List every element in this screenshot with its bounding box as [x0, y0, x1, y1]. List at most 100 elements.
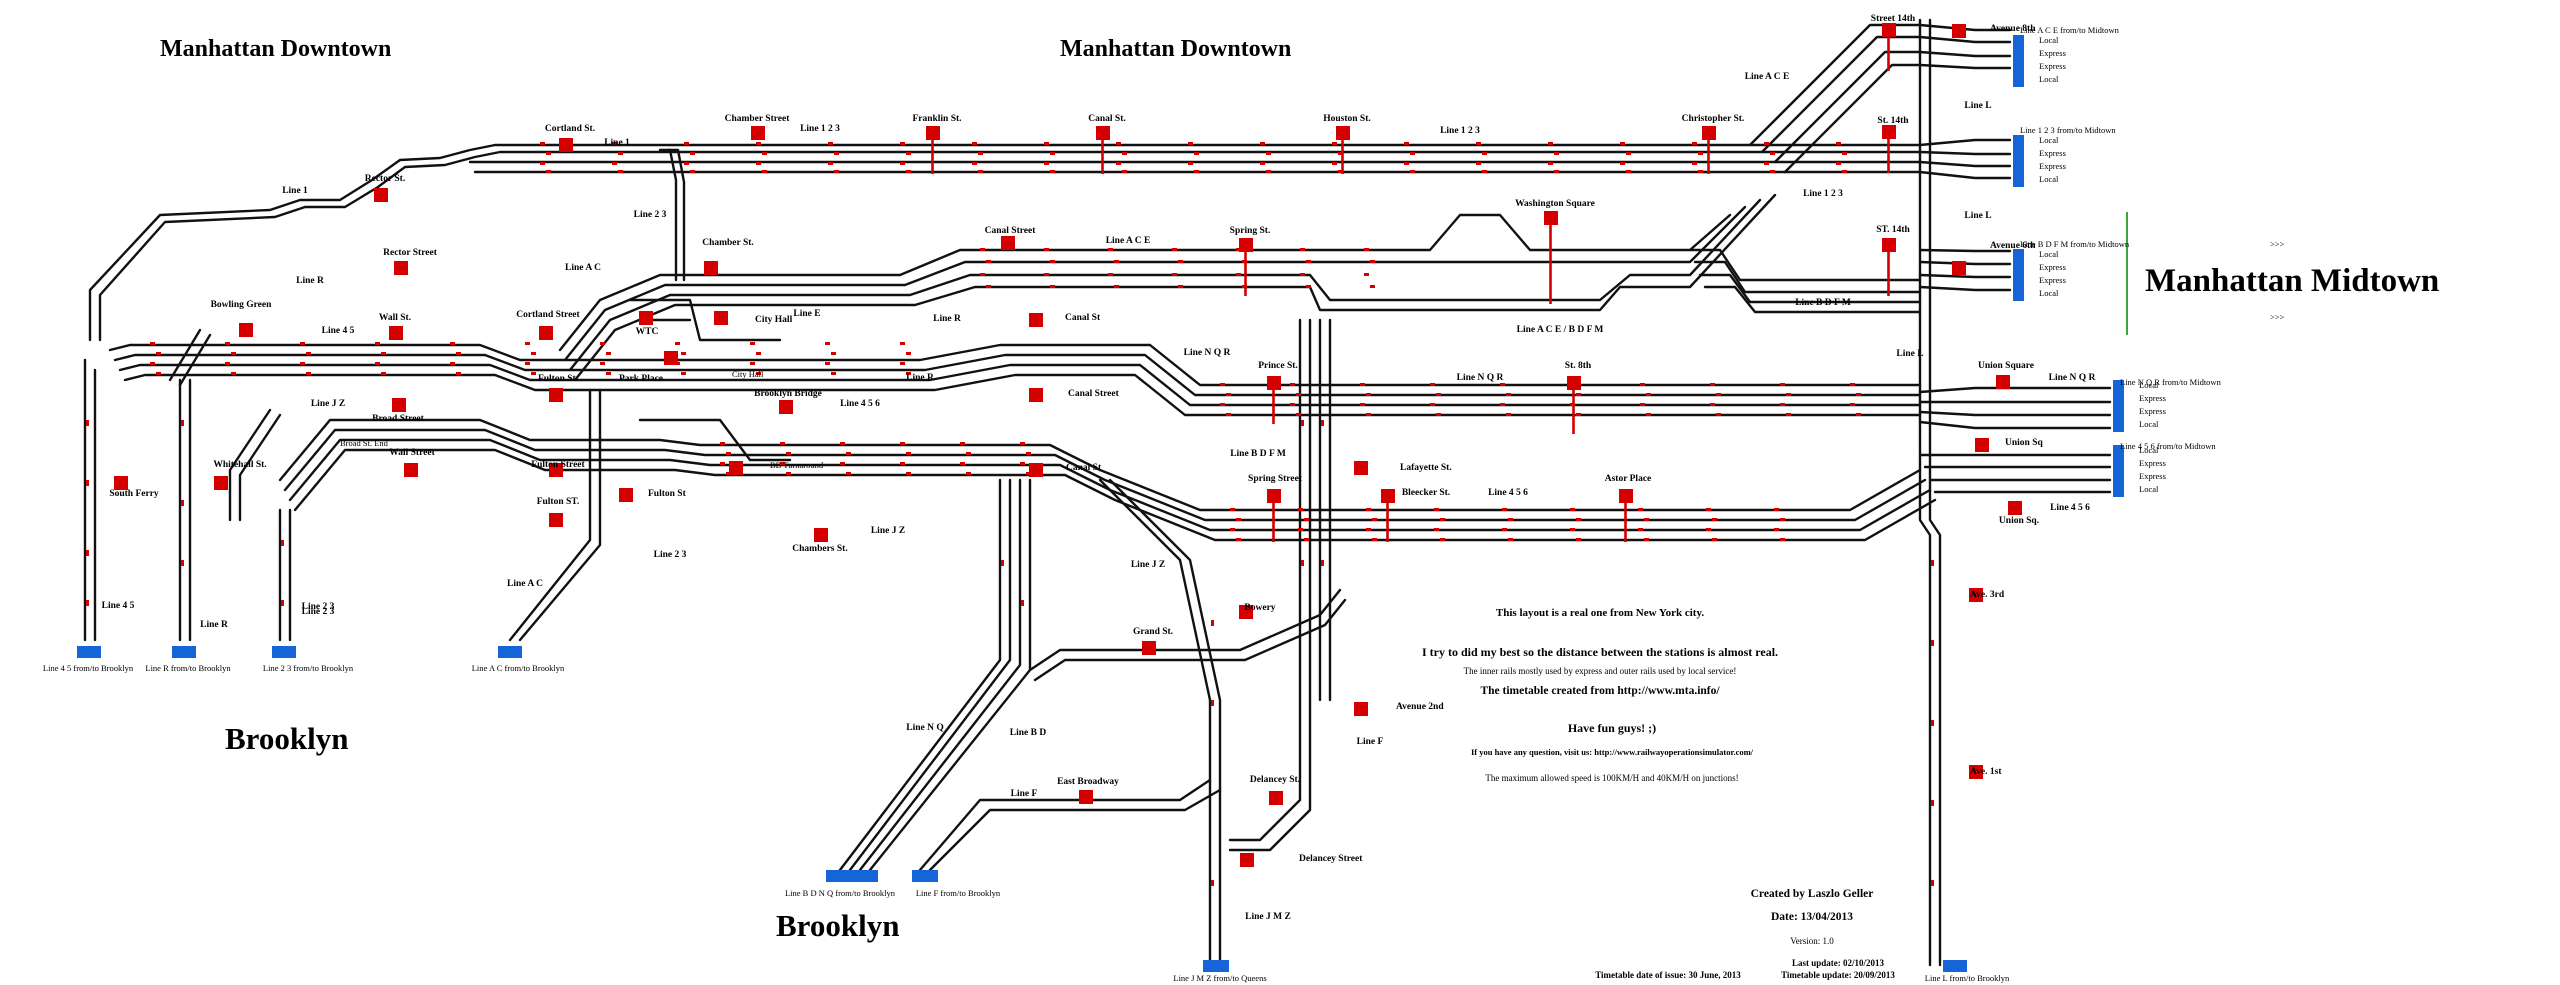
- station-marker[interactable]: [389, 326, 403, 340]
- station-marker[interactable]: [1001, 236, 1015, 250]
- station-marker[interactable]: [729, 461, 743, 475]
- station-avenue-6th[interactable]: Avenue 6th: [1952, 241, 2036, 275]
- station-street-14th-top[interactable]: Street 14th: [1871, 14, 1916, 71]
- station-marker[interactable]: [1952, 261, 1966, 275]
- terminal-t-bdnq[interactable]: Line B D N Q from/to Brooklyn: [785, 870, 896, 898]
- connector-block[interactable]: [2013, 35, 2024, 87]
- terminal-block[interactable]: [826, 870, 878, 882]
- terminal-t-23[interactable]: Line 2 3 from/to Brooklyn: [263, 646, 354, 673]
- station-rector-street[interactable]: Rector Street: [383, 248, 438, 275]
- station-whitehall-st[interactable]: Whitehall St.: [213, 460, 267, 490]
- station-city-hall-small[interactable]: City Hall: [732, 369, 764, 379]
- terminal-t-f[interactable]: Line F from/to Brooklyn: [912, 870, 1001, 898]
- station-marker[interactable]: [1354, 461, 1368, 475]
- station-canal-st-mid[interactable]: Canal St: [1029, 313, 1101, 327]
- station-christopher-st[interactable]: Christopher St.: [1682, 114, 1745, 174]
- station-chambers-st[interactable]: Chambers St.: [792, 528, 848, 554]
- terminal-t-jmz[interactable]: Line J M Z from/to Queens: [1173, 960, 1267, 983]
- connector-block[interactable]: [2113, 380, 2124, 432]
- terminal-block[interactable]: [77, 646, 101, 658]
- station-spring-street[interactable]: Spring Street: [1248, 474, 1303, 542]
- station-marker[interactable]: [214, 476, 228, 490]
- station-marker[interactable]: [404, 463, 418, 477]
- station-marker[interactable]: [1142, 641, 1156, 655]
- station-city-hall[interactable]: City Hall: [714, 311, 793, 325]
- station-canal-street-2[interactable]: Canal Street: [985, 226, 1037, 250]
- station-wall-st[interactable]: Wall St.: [379, 313, 411, 340]
- station-marker[interactable]: [114, 476, 128, 490]
- connector-block[interactable]: [2013, 249, 2024, 301]
- station-cortland-st[interactable]: Cortland St.: [545, 124, 595, 152]
- station-houston-st[interactable]: Houston St.: [1323, 114, 1371, 174]
- station-marker[interactable]: [751, 126, 765, 140]
- station-rector-st-1[interactable]: Rector St.: [365, 174, 405, 202]
- station-union-sq-dot[interactable]: Union Sq.: [1999, 501, 2039, 526]
- terminal-block[interactable]: [1203, 960, 1229, 972]
- station-marker[interactable]: [239, 323, 253, 337]
- midtown-connector-c-456[interactable]: Line 4 5 6 from/to MidtownLocalExpressEx…: [2113, 441, 2216, 497]
- station-bowery[interactable]: Bowery: [1239, 603, 1276, 619]
- station-canal-st-low[interactable]: Canal St: [1029, 463, 1102, 477]
- station-grand-st[interactable]: Grand St.: [1133, 627, 1173, 655]
- station-st-14th[interactable]: St. 14th: [1877, 116, 1909, 173]
- station-fulton-street[interactable]: Fulton Street: [531, 460, 586, 477]
- midtown-connector-c-bdfm[interactable]: Line B D F M from/to MidtownLocalExpress…: [2013, 239, 2130, 301]
- station-east-broadway[interactable]: East Broadway: [1057, 777, 1119, 804]
- station-brooklyn-bridge[interactable]: Brooklyn Bridge: [754, 389, 822, 414]
- station-marker[interactable]: [779, 400, 793, 414]
- station-bb-turnaround[interactable]: BB Turnaround: [729, 460, 824, 475]
- station-marker[interactable]: [559, 138, 573, 152]
- station-marker[interactable]: [2008, 501, 2022, 515]
- station-lafayette-st[interactable]: Lafayette St.: [1354, 461, 1452, 475]
- station-broad-street[interactable]: Broad Street: [372, 398, 425, 424]
- station-avenue-2nd[interactable]: Avenue 2nd: [1354, 702, 1444, 716]
- station-marker[interactable]: [1269, 791, 1283, 805]
- station-spring-st[interactable]: Spring St.: [1230, 226, 1271, 296]
- station-marker[interactable]: [664, 351, 678, 365]
- station-wtc[interactable]: WTC: [636, 311, 659, 337]
- station-south-ferry[interactable]: South Ferry: [109, 476, 159, 499]
- midtown-connector-c-123[interactable]: Line 1 2 3 from/to MidtownLocalExpressEx…: [2013, 125, 2116, 187]
- station-astor-place[interactable]: Astor Place: [1605, 474, 1652, 542]
- terminal-block[interactable]: [498, 646, 522, 658]
- station-ave-3rd[interactable]: Ave. 3rd: [1969, 588, 2005, 602]
- station-bleecker-st[interactable]: Bleecker St.: [1381, 488, 1450, 542]
- station-marker[interactable]: [1996, 375, 2010, 389]
- station-marker[interactable]: [549, 513, 563, 527]
- station-fulton-st-1[interactable]: Fulton St.: [538, 374, 578, 402]
- station-marker[interactable]: [1240, 853, 1254, 867]
- station-park-place[interactable]: Park Place: [619, 351, 678, 384]
- station-washington-square[interactable]: Washington Square: [1515, 199, 1595, 304]
- station-delancey-st[interactable]: Delancey St.: [1250, 775, 1300, 805]
- station-marker[interactable]: [1029, 313, 1043, 327]
- station-marker[interactable]: [549, 388, 563, 402]
- station-st-8th[interactable]: St. 8th: [1565, 361, 1592, 434]
- station-marker[interactable]: [1029, 463, 1043, 477]
- station-chamber-st[interactable]: Chamber St.: [702, 238, 754, 275]
- station-marker[interactable]: [814, 528, 828, 542]
- station-prince-st[interactable]: Prince St.: [1258, 361, 1298, 424]
- station-bowling-green[interactable]: Bowling Green: [211, 300, 273, 337]
- station-marker[interactable]: [1969, 765, 1983, 779]
- station-st-14th-2[interactable]: ST. 14th: [1876, 225, 1911, 296]
- station-marker[interactable]: [1079, 790, 1093, 804]
- station-marker[interactable]: [392, 398, 406, 412]
- station-marker[interactable]: [639, 311, 653, 325]
- station-marker[interactable]: [549, 463, 563, 477]
- terminal-block[interactable]: [272, 646, 296, 658]
- terminal-block[interactable]: [912, 870, 938, 882]
- station-marker[interactable]: [1354, 702, 1368, 716]
- terminal-t-r[interactable]: Line R from/to Brooklyn: [145, 646, 231, 673]
- connector-block[interactable]: [2113, 445, 2124, 497]
- station-franklin-st[interactable]: Franklin St.: [912, 114, 962, 174]
- connector-block[interactable]: [2013, 135, 2024, 187]
- station-ave-1st[interactable]: Ave. 1st: [1969, 765, 2002, 779]
- station-marker[interactable]: [1969, 588, 1983, 602]
- station-marker[interactable]: [1239, 605, 1253, 619]
- terminal-block[interactable]: [172, 646, 196, 658]
- station-marker[interactable]: [374, 188, 388, 202]
- midtown-connector-c-nqr[interactable]: Line N Q R from/to MidtownLocalExpressEx…: [2113, 377, 2222, 432]
- terminal-t-45[interactable]: Line 4 5 from/to Brooklyn: [43, 646, 134, 673]
- terminal-t-l[interactable]: Line L from/to Brooklyn: [1925, 960, 2010, 983]
- station-union-sq[interactable]: Union Sq: [1975, 438, 2043, 452]
